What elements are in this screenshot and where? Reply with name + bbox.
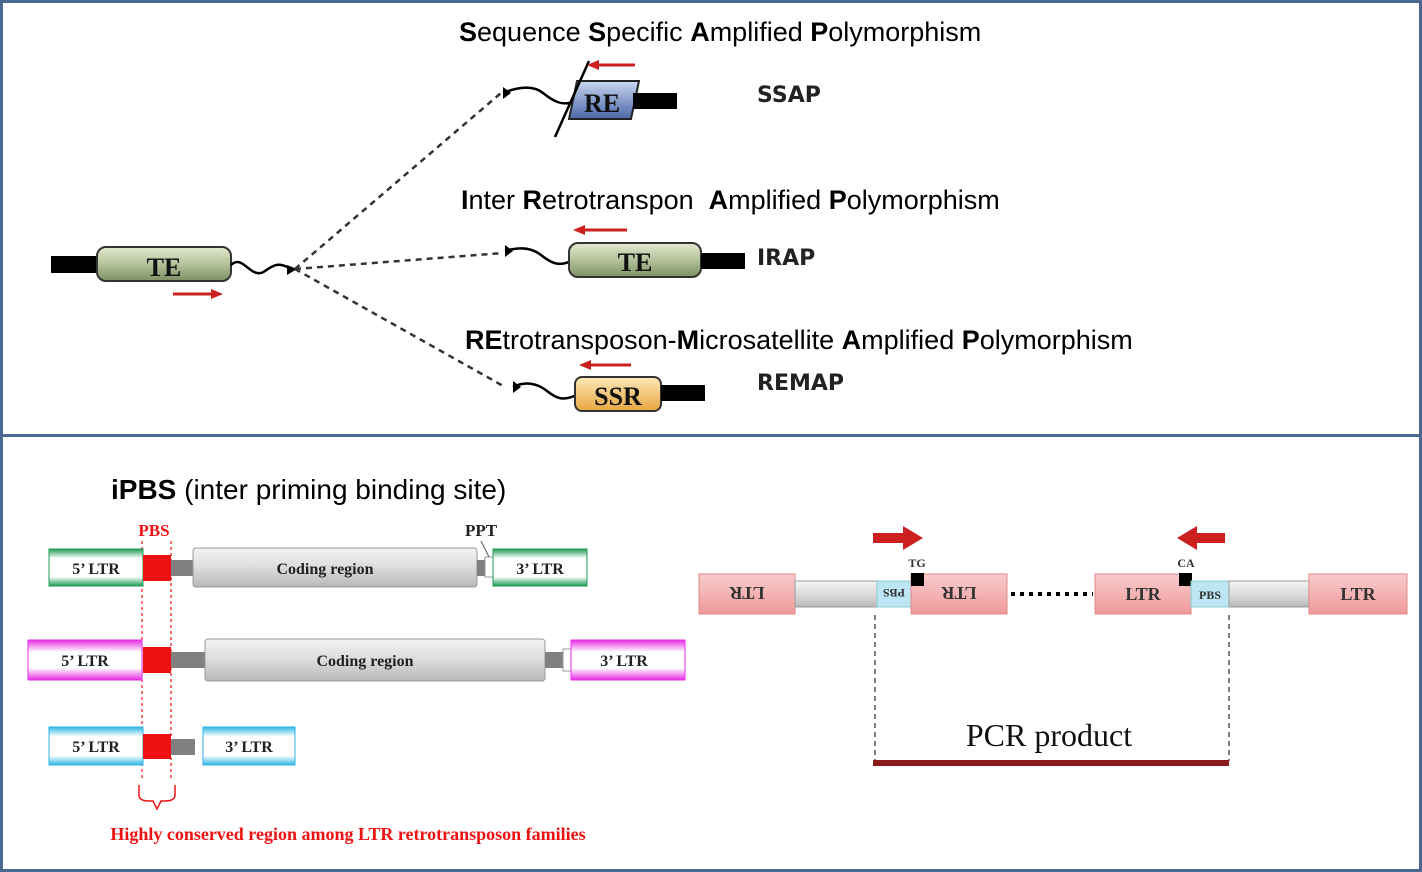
re-box	[567, 80, 641, 120]
source-te-element: TE	[51, 246, 297, 299]
ipbs-diagram: PBS 5’ LTR Coding region PPT 3’ LTR 5’ L…	[27, 521, 1408, 844]
irap-te-label: TE	[618, 248, 653, 277]
title-part: olymorphism	[979, 325, 1133, 355]
title-part: mplified	[861, 325, 962, 355]
title-part: nter	[468, 185, 523, 215]
ipbs-title-bold: iPBS	[111, 474, 177, 505]
title-part: pecific	[606, 17, 691, 47]
remap-primer-arrow	[579, 360, 631, 370]
tg-marker	[911, 573, 924, 586]
title-part: S	[459, 17, 478, 47]
title-part: mplified	[728, 185, 829, 215]
te-label: TE	[147, 253, 182, 282]
ltr-right-inner: LTR	[1125, 584, 1161, 604]
pcr-product-label: PCR product	[966, 717, 1132, 753]
ppt-label: PPT	[465, 521, 498, 540]
irap-primer-arrow	[573, 225, 627, 235]
title-part: mplified	[709, 17, 811, 47]
branch-lines	[294, 92, 506, 389]
ssap-primer-arrow	[587, 60, 635, 70]
title-part: M	[676, 325, 700, 355]
pbs-left-mirrored: PBS	[883, 586, 905, 600]
ipbs-title-rest: (inter priming binding site)	[176, 474, 507, 505]
row2-3ltr: 3’ LTR	[600, 653, 648, 670]
pbs-right: PBS	[1199, 588, 1221, 602]
conserved-note: Highly conserved region among LTR retrot…	[110, 824, 585, 844]
title-part: RE	[465, 325, 503, 355]
title-part: A	[708, 185, 729, 215]
pbs-brace	[138, 785, 176, 811]
ssap-element: RE	[502, 60, 677, 138]
ltr-right-outer: LTR	[1340, 584, 1376, 604]
irap-element: TE	[504, 225, 745, 278]
remap-acronym: REMAP	[757, 371, 845, 396]
title-part: A	[841, 325, 862, 355]
re-label: RE	[584, 89, 620, 118]
title-part: equence	[477, 17, 589, 47]
title-part: P	[810, 17, 829, 47]
ipbs-pcr-schematic: LTR PBS LTR TG LTR CA PBS LTR	[698, 526, 1408, 766]
forward-arrow	[873, 526, 923, 550]
bottom-panel: iPBS (inter priming binding site) PBS	[0, 434, 1422, 872]
title-part: R	[522, 185, 543, 215]
ltr-row-1: 5’ LTR Coding region PPT 3’ LTR	[48, 521, 588, 588]
pbs-block	[143, 647, 171, 673]
irap-title: Inter Retrotranspon Amplified Polymorphi…	[461, 185, 1000, 216]
remap-element: SSR	[512, 360, 705, 412]
title-part: olymorphism	[828, 17, 982, 47]
reverse-arrow	[1177, 526, 1225, 550]
top-diagram: TE RE	[51, 60, 745, 412]
pcr-product-line	[873, 760, 1229, 766]
ssap-acronym: SSAP	[757, 83, 821, 108]
pbs-label: PBS	[138, 521, 169, 540]
row2-5ltr: 5’ LTR	[61, 653, 109, 670]
ltr-left-mirrored: LTR	[728, 583, 764, 603]
row1-3ltr: 3’ LTR	[516, 561, 564, 578]
row3-3ltr: 3’ LTR	[225, 739, 273, 756]
pbs-block	[143, 734, 171, 759]
pbs-block	[143, 555, 171, 581]
title-part: icrosatellite	[699, 325, 842, 355]
ltr-row-2: 5’ LTR Coding region 3’ LTR	[27, 638, 686, 682]
ca-marker	[1179, 573, 1192, 586]
wavy-tail	[230, 260, 294, 275]
title-part: I	[461, 185, 469, 215]
title-part: trotransposon-	[502, 325, 677, 355]
ltr-row-3: 5’ LTR 3’ LTR	[48, 726, 296, 766]
tg-label: TG	[908, 556, 925, 570]
row2-coding: Coding region	[316, 653, 413, 670]
row1-5ltr: 5’ LTR	[72, 561, 120, 578]
ipbs-title: iPBS (inter priming binding site)	[111, 474, 506, 506]
title-part: P	[961, 325, 980, 355]
title-part: olymorphism	[846, 185, 1000, 215]
ca-label: CA	[1177, 556, 1195, 570]
top-panel: TE RE	[0, 0, 1422, 438]
ssr-label: SSR	[594, 382, 642, 411]
title-part: S	[588, 17, 607, 47]
row1-coding: Coding region	[276, 561, 373, 578]
ltr-left-inner-mirrored: LTR	[940, 583, 976, 603]
row3-5ltr: 5’ LTR	[72, 739, 120, 756]
title-part: A	[690, 17, 710, 47]
title-part: P	[828, 185, 847, 215]
ssap-title: Sequence Specific Amplified Polymorphism	[459, 17, 981, 48]
forward-primer-arrow	[173, 289, 223, 299]
title-part: etrotranspon	[542, 185, 709, 215]
irap-acronym: IRAP	[757, 246, 816, 271]
remap-title: REtrotransposon-Microsatellite Amplified…	[465, 325, 1133, 356]
